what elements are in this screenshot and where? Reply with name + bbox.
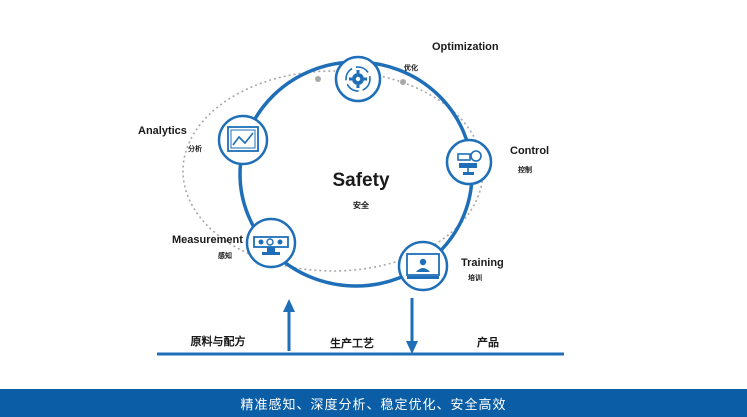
node-analytics: Analytics 分析 <box>138 114 269 166</box>
node-label: Analytics <box>138 125 187 137</box>
node-label: Optimization <box>432 41 499 53</box>
node-label-cn: 培训 <box>468 273 482 282</box>
node-label: Training <box>461 257 504 269</box>
node-label-cn: 控制 <box>518 165 532 174</box>
center-subtitle: 安全 <box>353 200 370 210</box>
valve-actuator-icon <box>457 150 482 175</box>
footer-banner: 精准感知、深度分析、稳定优化、安全高效 <box>0 389 747 417</box>
node-label-cn: 优化 <box>404 63 418 72</box>
node-training: Training 培训 <box>397 240 504 292</box>
process-label-input: 原料与配方 <box>191 334 246 348</box>
node-optimization: Optimization 优化 <box>334 41 499 103</box>
camera-sensor-icon <box>253 236 289 255</box>
footer-text: 精准感知、深度分析、稳定优化、安全高效 <box>240 397 507 413</box>
node-label-cn: 分析 <box>188 144 202 153</box>
node-measurement: Measurement 感知 <box>172 217 297 269</box>
dotted-node-dot <box>400 79 406 85</box>
node-label-cn: 感知 <box>218 251 232 260</box>
gear-cycle-icon <box>345 66 371 92</box>
process-label-product: 产品 <box>477 335 499 349</box>
chart-screen-icon <box>227 126 259 152</box>
dotted-node-dot <box>315 76 321 82</box>
process-label-production: 生产工艺 <box>330 336 374 350</box>
up-arrow <box>283 299 295 351</box>
node-control: Control 控制 <box>445 138 549 186</box>
monitor-person-icon <box>406 253 440 279</box>
down-arrow <box>406 298 418 354</box>
node-label: Control <box>510 145 549 157</box>
center-title: Safety <box>332 170 389 191</box>
node-label: Measurement <box>172 234 243 246</box>
